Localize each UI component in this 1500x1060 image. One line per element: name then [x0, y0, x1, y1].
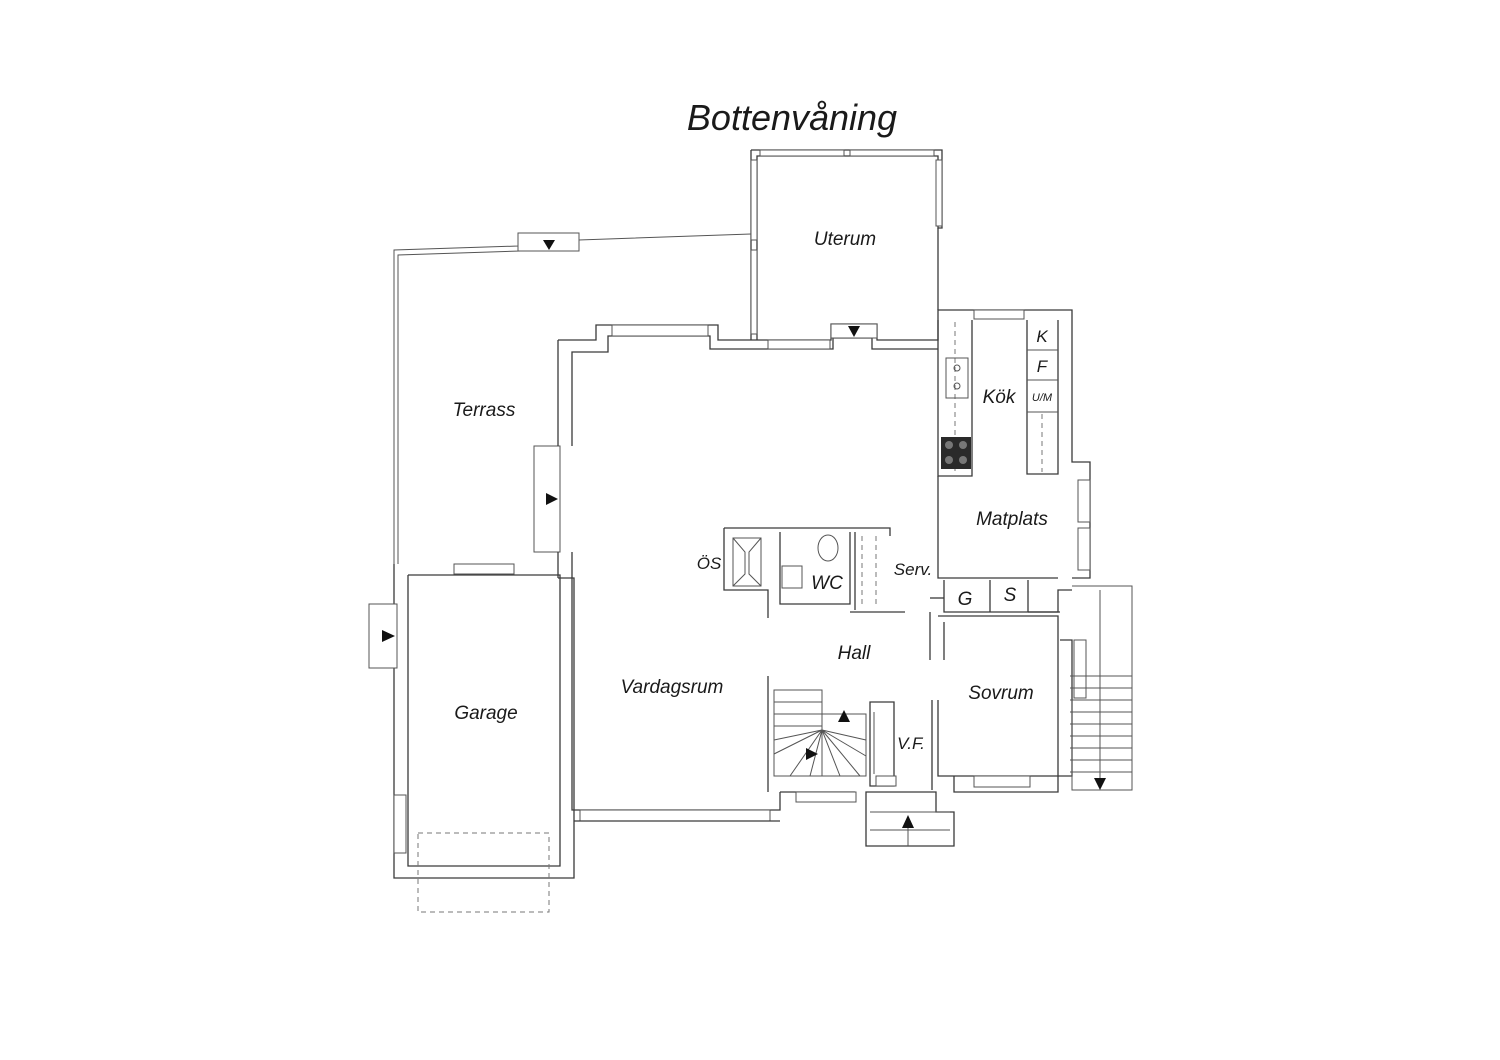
uterum-window-top-right [849, 149, 935, 157]
uterum-window-top-left [759, 149, 845, 157]
outdoor-stairs-right [1070, 585, 1133, 791]
garage-side-door-arrow [382, 630, 395, 642]
garage-door-swing [417, 832, 550, 913]
label-kok: Kök [983, 387, 1017, 408]
matplats [937, 476, 1091, 579]
indoor-stairs-arrow [806, 748, 818, 760]
uterum-walls [750, 149, 943, 340]
terrass-living-arrow [546, 493, 558, 505]
label-terrass: Terrass [453, 400, 516, 421]
label-vardagsrum: Vardagsrum [621, 677, 724, 698]
label-wc: WC [811, 573, 843, 594]
garage-window-left [393, 794, 407, 854]
boiler-unit [732, 537, 762, 587]
kitchen-window [973, 309, 1025, 320]
garage-window-top [453, 563, 515, 575]
label-um: U/M [1032, 392, 1053, 404]
label-matplats: Matplats [976, 509, 1048, 530]
hall-walls [767, 612, 931, 803]
terrass-outline [393, 232, 752, 564]
plan-title: Bottenvåning [687, 97, 897, 138]
kitchen [937, 309, 1059, 477]
sovrum-window-right [1073, 639, 1087, 699]
living-window-bottom [579, 809, 771, 822]
label-sovrum: Sovrum [968, 683, 1033, 704]
sovrum-window-bottom [973, 775, 1031, 788]
hall-window-bottom [795, 791, 857, 803]
living-window-top [611, 324, 709, 337]
uterum-window-left-top [750, 159, 758, 241]
indoor-stairs [773, 689, 867, 777]
label-serv: Serv. [894, 560, 932, 579]
main-outer-walls [393, 309, 1091, 879]
label-s: S [1004, 585, 1017, 606]
wc-block [723, 527, 905, 618]
wc-toilet [817, 534, 839, 562]
indoor-stairs-up-arrow [838, 710, 850, 722]
garage-walls [368, 563, 561, 913]
label-hall: Hall [838, 643, 872, 664]
kitchen-stove [941, 437, 971, 469]
label-f: F [1037, 357, 1049, 376]
label-os: ÖS [697, 554, 722, 573]
uterum-window-left-bottom [750, 249, 758, 335]
label-g: G [958, 589, 973, 610]
matplats-window-1 [1077, 479, 1091, 523]
sovrum-walls [931, 615, 1087, 793]
label-garage: Garage [454, 703, 517, 724]
closets [930, 580, 1072, 613]
wc-sink [781, 565, 803, 589]
label-k: K [1036, 327, 1048, 346]
living-window-top-2 [767, 339, 831, 350]
vf-closet [869, 701, 897, 787]
uterum-window-right [935, 159, 943, 227]
entrance-steps [865, 791, 955, 847]
entrance-arrow [902, 815, 914, 828]
outdoor-stairs-arrow [1094, 778, 1106, 790]
label-uterum: Uterum [814, 229, 876, 250]
uterum-door-arrow [848, 326, 860, 337]
matplats-window-2 [1077, 527, 1091, 571]
terrass-door-arrow [543, 240, 555, 250]
kitchen-sink [945, 357, 969, 399]
label-vf: V.F. [897, 734, 925, 753]
